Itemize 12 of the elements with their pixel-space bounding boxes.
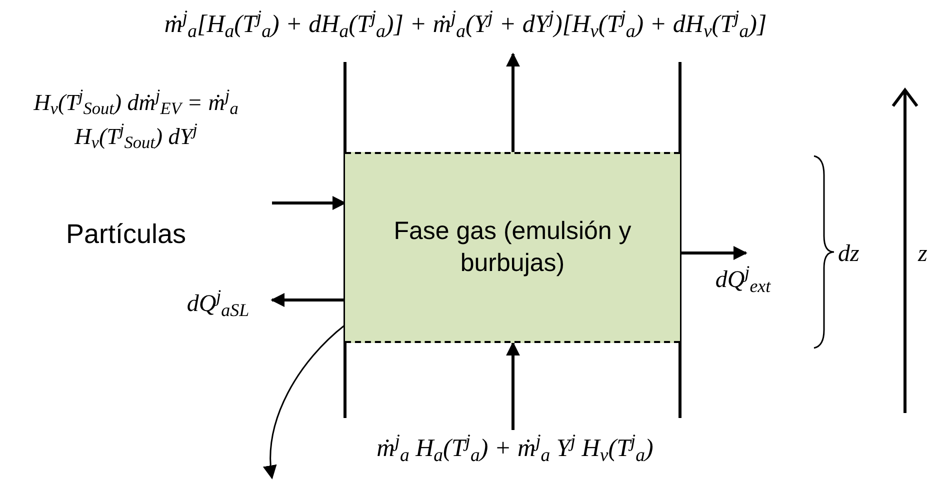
arrow (506, 52, 520, 152)
arrow (680, 246, 748, 260)
arrow (272, 196, 346, 210)
region-label: Partículas (66, 218, 186, 251)
phase-box: Fase gas (emulsión y burbujas) (345, 152, 680, 343)
formula: ṁ$^{j}$$_{a}$ H$_{a}$(T$^{j}$$_{a}$) + ṁ$^{j}$$_{a}$ Y$^{j}$ H$_{v}$(T$^{j}$$_{a}$) (300, 430, 730, 474)
formula: ṁ$^{j}$$_{a}$[H$_{a}$(T$^{j}$$_{a}$) + dH$_{a}$(T$^{j}$$_{a}$)] + ṁ$^{j}$$_{a}$(Y$^{j}$ + dY$^{j}$)[H$_{v}$(T$^{j}$$_{a}$) + dH$_{v}$(T$^{j}$$_{a}$)] (0, 6, 931, 50)
arrow (506, 342, 520, 430)
arrow (270, 293, 345, 307)
dimension-label: dz (838, 240, 860, 269)
curved-arrow (264, 324, 346, 480)
axis-label: z (918, 240, 928, 269)
